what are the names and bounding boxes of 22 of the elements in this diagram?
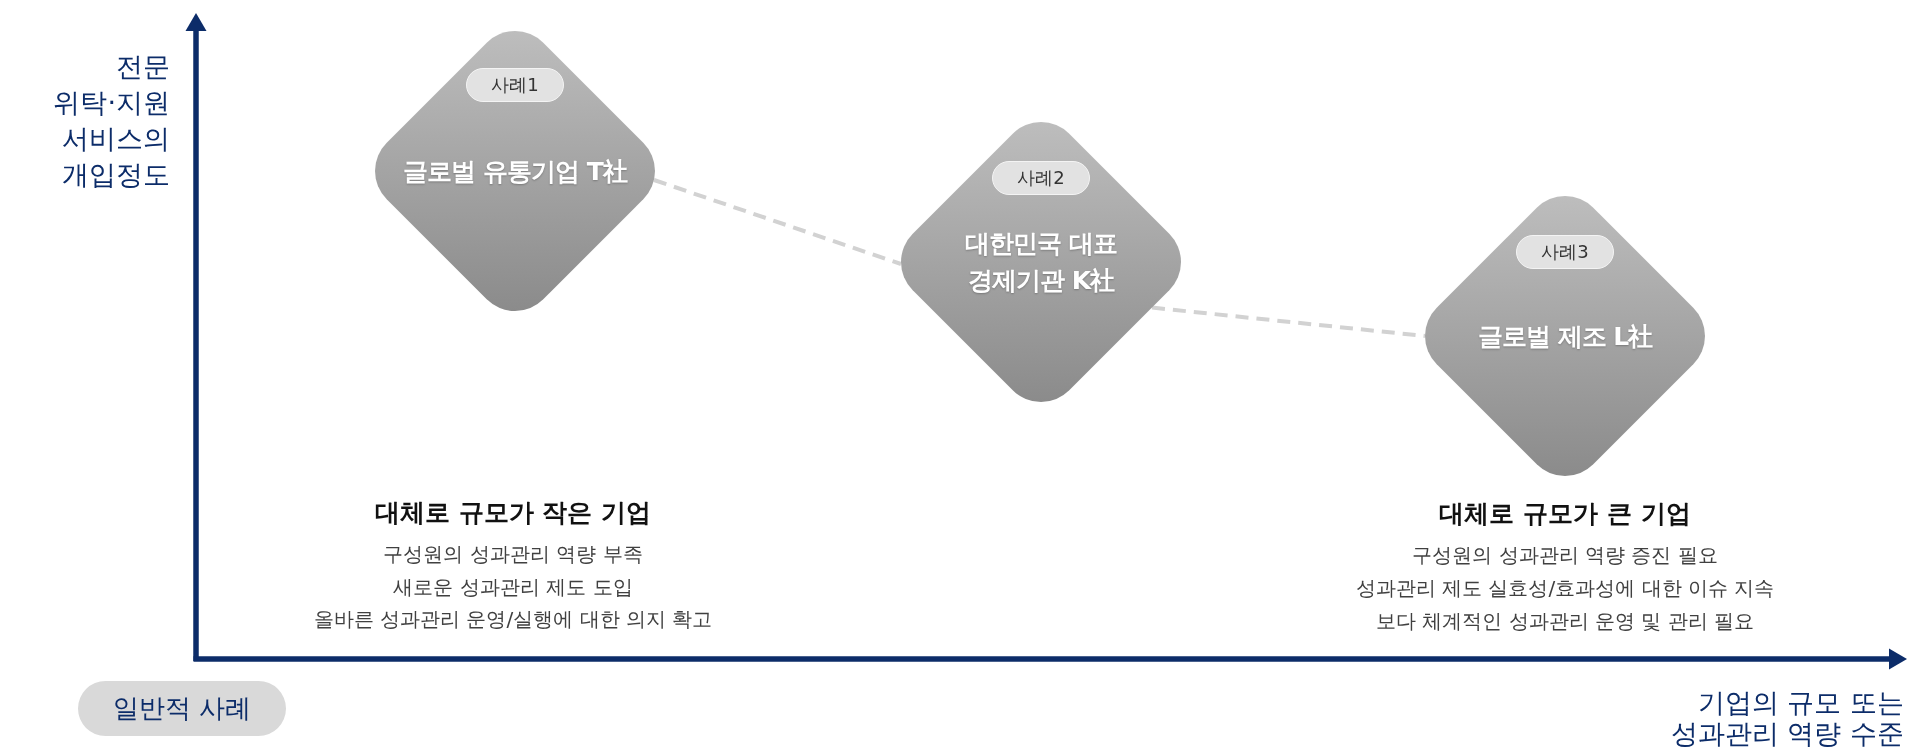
group-heading: 대체로 규모가 작은 기업: [374, 497, 652, 529]
case-tag: 사례2: [992, 161, 1090, 195]
axis-title: 전문 위탁·지원 서비스의 개입정도: [52, 50, 170, 192]
dashed-connector: [653, 178, 902, 266]
category-tag: 일반적 사례: [78, 681, 286, 736]
case-diamond: [901, 122, 1181, 402]
description-text: 새로운 성과관리 제도 도입: [393, 574, 633, 601]
case-tag: 사례1: [466, 68, 564, 102]
case-diamond: [1425, 196, 1705, 476]
description-text: 성과관리 제도 실효성/효과성에 대한 이슈 지속: [1355, 575, 1775, 602]
description-text: 구성원의 성과관리 역량 부족: [383, 541, 643, 568]
group-heading: 대체로 규모가 큰 기업: [1439, 498, 1691, 530]
case-title: 대한민국 대표 경제기관 K社: [964, 228, 1118, 297]
case-diamond: [375, 31, 655, 311]
case-title: 글로벌 제조 L社: [1477, 320, 1653, 353]
description-text: 보다 체계적인 성과관리 운영 및 관리 필요: [1375, 608, 1755, 635]
axis-title: 기업의 규모 또는 성과관리 역량 수준: [1669, 687, 1904, 749]
dashed-connector: [1151, 305, 1426, 338]
description-text: 구성원의 성과관리 역량 증진 필요: [1412, 542, 1718, 569]
case-title: 글로벌 유통기업 T社: [403, 155, 627, 188]
case-tag: 사례3: [1516, 235, 1614, 269]
description-text: 올바른 성과관리 운영/실행에 대한 의지 확고: [313, 606, 713, 633]
